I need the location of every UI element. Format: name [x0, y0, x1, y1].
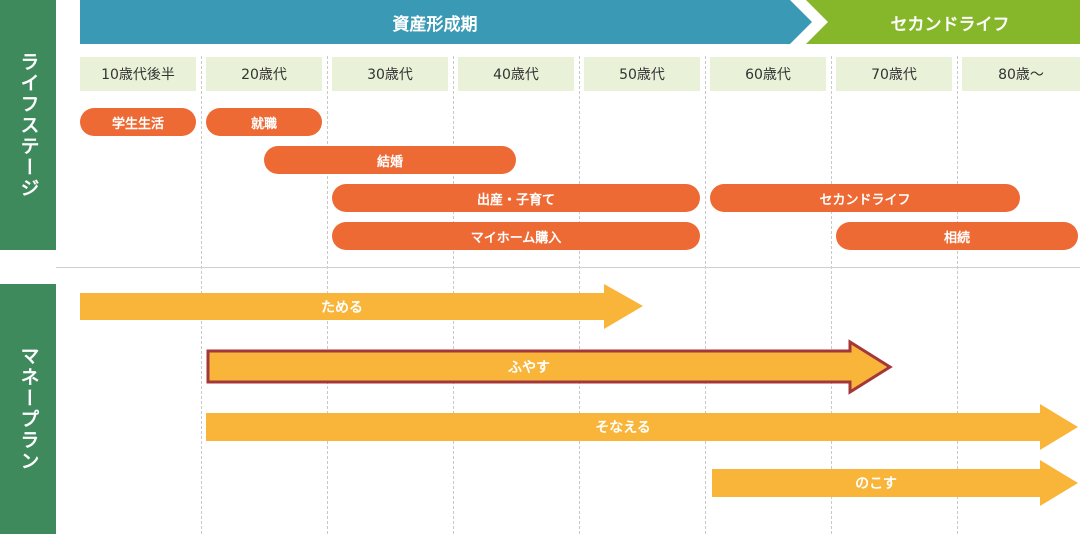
- age-header-30s: 30歳代: [332, 57, 448, 91]
- age-header-70s: 70歳代: [836, 57, 952, 91]
- arrow-grow-label: ふやす: [508, 360, 550, 376]
- event-home-purchase: マイホーム購入: [332, 222, 700, 250]
- phase-second-life-band: [806, 0, 1080, 44]
- grid-line: [957, 56, 958, 534]
- arrow-prepare-label: そなえる: [595, 420, 651, 436]
- sidebar-life-stage-label: ライフステージ: [17, 51, 40, 199]
- section-divider: [56, 267, 1080, 268]
- sidebar-life-stage: ライフステージ: [0, 0, 56, 250]
- age-header-50s: 50歳代: [584, 57, 700, 91]
- age-header-20s: 20歳代: [206, 57, 322, 91]
- event-marriage: 結婚: [264, 146, 516, 174]
- age-header-40s: 40歳代: [458, 57, 574, 91]
- arrow-leave: [712, 460, 1078, 506]
- grid-line: [831, 56, 832, 534]
- age-header-60s: 60歳代: [710, 57, 826, 91]
- event-childbirth-childcare: 出産・子育て: [332, 184, 700, 212]
- arrow-leave-label: のこす: [855, 476, 897, 492]
- sidebar-money-plan: マネープラン: [0, 284, 56, 534]
- phase-asset-building-label: 資産形成期: [392, 14, 478, 35]
- age-header-10s: 10歳代後半: [80, 57, 196, 91]
- event-employment: 就職: [206, 108, 322, 136]
- arrow-save-label: ためる: [321, 299, 363, 316]
- grid-line: [705, 56, 706, 534]
- event-student-life: 学生生活: [80, 108, 196, 136]
- event-inheritance: 相続: [836, 222, 1078, 250]
- age-header-80s: 80歳〜: [962, 57, 1080, 91]
- arrow-save: [80, 284, 643, 329]
- phase-second-life-label: セカンドライフ: [890, 14, 1010, 35]
- sidebar-money-plan-label: マネープラン: [17, 346, 40, 472]
- phase-asset-building-band: [80, 0, 812, 44]
- event-second-life: セカンドライフ: [710, 184, 1020, 212]
- arrow-prepare: [206, 404, 1078, 450]
- arrow-grow: [206, 339, 893, 395]
